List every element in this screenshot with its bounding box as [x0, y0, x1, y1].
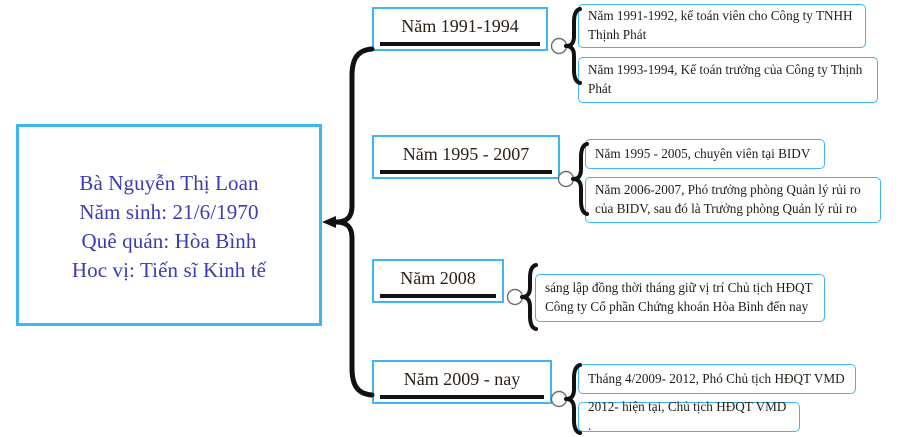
year-box-4: Năm 2009 - nay	[372, 360, 552, 404]
branch-brace-3-icon	[520, 263, 538, 331]
detail-box-4-2: 2012- hiện tại, Chủ tịch HĐQT VMD .	[578, 399, 800, 433]
year-box-2: Năm 1995 - 2007	[372, 135, 560, 179]
year-label-3: Năm 2008	[400, 267, 476, 288]
year-box-3: Năm 2008	[372, 259, 504, 303]
year-underline-1	[380, 42, 540, 46]
year-label-1: Năm 1991-1994	[401, 15, 519, 36]
detail-box-2-2: Năm 2006-2007, Phó trưởng phòng Quản lý …	[585, 177, 881, 223]
detail-box-1-1: Năm 1991-1992, kế toán viên cho Công ty …	[578, 4, 866, 48]
year-underline-3	[380, 294, 496, 298]
detail-text-2-2: Năm 2006-2007, Phó trưởng phòng Quản lý …	[595, 182, 861, 216]
connector-knob-4	[550, 390, 568, 408]
profile-line-hometown: Quê quán: Hòa Bình	[81, 229, 257, 253]
connector-knob-2	[557, 170, 575, 188]
detail-text-1-2: Năm 1993-1994, Kế toán trưởng của Công t…	[588, 62, 863, 96]
detail-box-3-1: sáng lập đồng thời tháng giữ vị trí Chủ …	[535, 274, 825, 322]
detail-box-4-1: Tháng 4/2009- 2012, Phó Chủ tịch HĐQT VM…	[578, 364, 856, 394]
year-label-4: Năm 2009 - nay	[403, 368, 521, 389]
detail-text-2-1: Năm 1995 - 2005, chuyên viên tại BIDV	[595, 145, 811, 161]
detail-box-2-1: Năm 1995 - 2005, chuyên viên tại BIDV	[585, 139, 825, 169]
profile-line-birth: Năm sinh: 21/6/1970	[79, 200, 259, 225]
year-label-2: Năm 1995 - 2007	[402, 143, 530, 164]
year-underline-2	[380, 170, 552, 174]
connector-knob-3	[506, 288, 524, 306]
main-brace-icon	[333, 46, 375, 398]
profile-line-name: Bà Nguyễn Thị Loan	[79, 171, 259, 196]
connector-knob-1	[550, 37, 568, 55]
detail-box-1-2: Năm 1993-1994, Kế toán trưởng của Công t…	[578, 57, 878, 103]
year-underline-4	[380, 395, 544, 399]
detail-text-3-1: sáng lập đồng thời tháng giữ vị trí Chủ …	[545, 280, 813, 314]
detail-text-4-2: 2012- hiện tại, Chủ tịch HĐQT VMD .	[588, 399, 787, 433]
detail-text-1-1: Năm 1991-1992, kế toán viên cho Công ty …	[588, 8, 853, 42]
profile-box: Bà Nguyễn Thị Loan Năm sinh: 21/6/1970 Q…	[16, 124, 322, 326]
detail-text-4-1: Tháng 4/2009- 2012, Phó Chủ tịch HĐQT VM…	[588, 370, 845, 386]
arrow-head-icon	[322, 216, 336, 228]
year-box-1: Năm 1991-1994	[372, 7, 548, 51]
profile-line-degree: Hoc vị: Tiến sĩ Kinh tế	[71, 257, 267, 282]
